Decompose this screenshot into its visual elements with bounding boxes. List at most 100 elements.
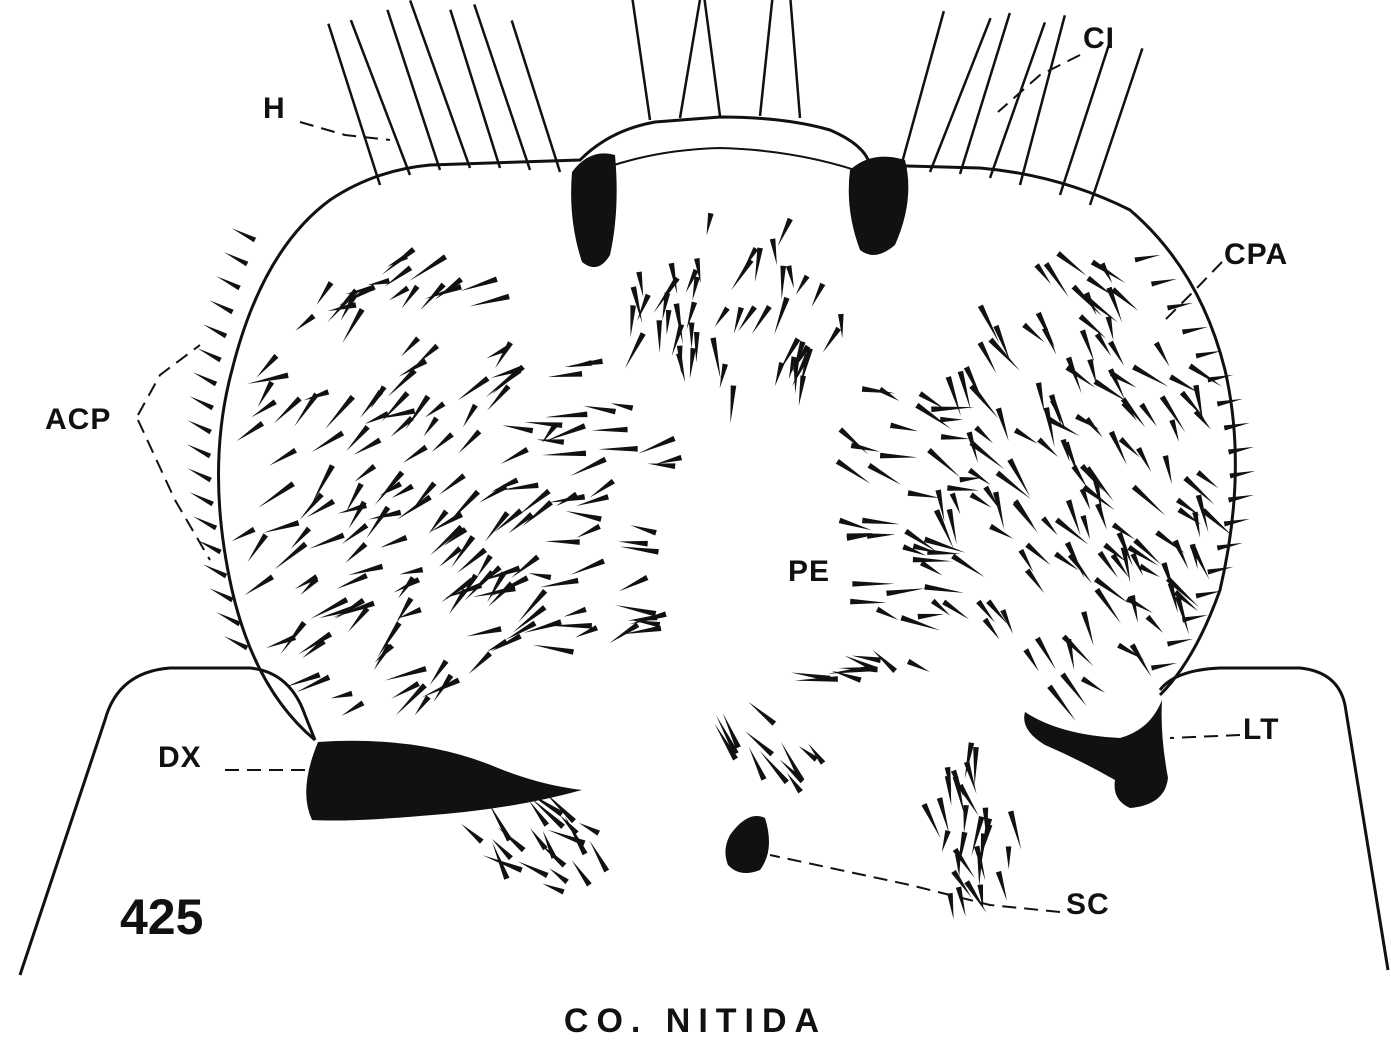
bristle: [745, 731, 774, 756]
bristle: [931, 406, 974, 412]
bristle: [1086, 276, 1112, 296]
bristle: [380, 535, 407, 548]
bristle: [868, 463, 902, 485]
bristle: [209, 300, 233, 314]
bristle: [913, 557, 952, 563]
seta: [450, 10, 500, 168]
bristle: [1146, 615, 1164, 633]
bristle: [1106, 316, 1114, 340]
bristle: [1065, 542, 1085, 579]
bristle: [1130, 595, 1138, 623]
bristle: [345, 542, 367, 563]
bristle: [570, 558, 605, 574]
bristle: [494, 508, 522, 532]
bristle: [432, 432, 454, 452]
bristle: [1151, 663, 1177, 671]
bristle: [1130, 643, 1152, 677]
figure-caption: CO. NITIDA: [0, 1002, 1391, 1041]
bristle: [974, 426, 993, 444]
bristle: [1007, 458, 1030, 497]
bristle: [1169, 419, 1179, 441]
bristle: [469, 294, 509, 307]
bristle: [656, 320, 662, 352]
seta: [512, 20, 560, 172]
bristle: [1192, 512, 1200, 538]
bristle: [1080, 515, 1090, 540]
bristle: [530, 828, 547, 850]
bristle: [564, 607, 587, 617]
bristle: [439, 473, 466, 495]
bristle: [1008, 810, 1021, 849]
bristle: [852, 581, 894, 587]
bristle: [375, 471, 405, 506]
bristle: [203, 564, 227, 578]
leader-lines: [138, 55, 1240, 912]
bristle: [280, 621, 306, 654]
seta: [699, 0, 720, 116]
bristle: [398, 576, 415, 598]
bristle: [354, 438, 382, 455]
bristle: [258, 481, 295, 508]
bristle: [245, 574, 274, 595]
bristle: [968, 468, 991, 485]
bristle: [461, 824, 484, 844]
bristle: [796, 275, 810, 295]
bristle: [941, 434, 970, 440]
bristle: [302, 639, 325, 658]
bristle: [377, 621, 401, 658]
head-capsule-outline: [219, 117, 1236, 740]
bristle: [1022, 323, 1045, 343]
bristle: [620, 547, 659, 555]
bristle: [867, 533, 896, 539]
bristle: [778, 218, 793, 246]
bristle: [996, 407, 1009, 441]
bristle: [1126, 596, 1153, 613]
bristle: [879, 387, 900, 401]
bristle: [924, 584, 964, 593]
bristle: [197, 348, 221, 362]
bristle: [397, 607, 421, 619]
bristle: [502, 425, 533, 433]
bristle: [886, 588, 925, 596]
bristle: [187, 444, 211, 458]
bristle: [518, 861, 549, 878]
bristle: [341, 701, 364, 716]
bristle: [325, 395, 355, 429]
bristle: [425, 401, 445, 417]
bristle: [576, 524, 600, 538]
bristle: [1035, 637, 1056, 670]
bristle: [838, 427, 868, 454]
bristle: [1136, 447, 1151, 472]
bristle: [401, 336, 420, 356]
bristle: [388, 369, 417, 397]
bristle: [748, 702, 776, 726]
bristle: [953, 776, 965, 816]
bristle: [963, 805, 969, 833]
bristle: [590, 841, 610, 873]
bristle: [316, 281, 333, 305]
bristle: [247, 373, 288, 384]
bristle: [1014, 428, 1038, 444]
bristle: [1036, 382, 1045, 412]
bristle: [399, 567, 423, 575]
bristle: [851, 443, 881, 452]
bristle: [533, 645, 574, 655]
bristle: [542, 450, 586, 456]
bristle: [862, 386, 895, 393]
bristle: [920, 560, 943, 575]
bristle: [403, 445, 428, 463]
bristle: [463, 404, 478, 427]
bristle: [951, 554, 984, 577]
bristle: [927, 549, 960, 555]
seta: [410, 0, 470, 168]
bristle: [1042, 327, 1056, 354]
bristle: [983, 618, 1000, 640]
bristle: [495, 341, 513, 368]
label-pe: PE: [788, 555, 830, 589]
bristle: [203, 324, 227, 338]
bristle: [540, 578, 579, 588]
bristle: [1095, 333, 1111, 356]
label-h: H: [263, 92, 286, 126]
bristle: [1072, 285, 1103, 317]
bristle: [590, 479, 615, 498]
